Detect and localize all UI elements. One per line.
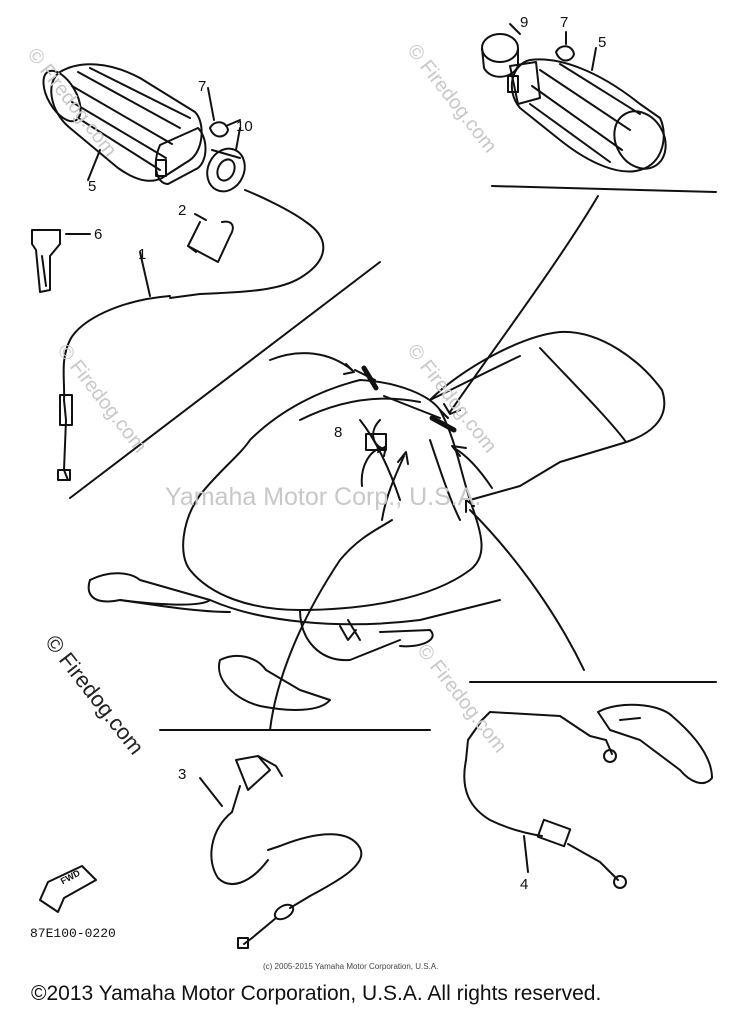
right-handlebar-grip bbox=[507, 58, 667, 173]
bolt-7-left bbox=[209, 119, 241, 138]
snowmobile-body bbox=[87, 330, 666, 711]
leader-bottom-right bbox=[469, 509, 585, 671]
left-handlebar-grip bbox=[42, 63, 207, 185]
left-detail-box-line bbox=[69, 261, 381, 499]
label-3: 3 bbox=[178, 766, 187, 783]
label-5-right: 5 bbox=[598, 34, 607, 51]
label-2: 2 bbox=[178, 202, 187, 219]
bolt-7-right bbox=[555, 31, 575, 62]
leader-bottom-left bbox=[269, 519, 393, 731]
key-6 bbox=[31, 229, 91, 293]
clip-2 bbox=[187, 213, 234, 263]
label-4: 4 bbox=[520, 876, 529, 893]
part-code: 87E100-0220 bbox=[30, 926, 116, 941]
label-7-right: 7 bbox=[560, 14, 569, 31]
label-8: 8 bbox=[334, 424, 343, 441]
watermark-center: Yamaha Motor Corp., U.S.A. bbox=[165, 483, 482, 511]
fwd-arrow-icon bbox=[39, 865, 97, 913]
label-9: 9 bbox=[520, 14, 529, 31]
label-5-left: 5 bbox=[88, 178, 97, 195]
label-7-left: 7 bbox=[198, 78, 207, 95]
leader-right-to-body bbox=[449, 195, 599, 413]
copyright-notice: ©2013 Yamaha Motor Corporation, U.S.A. A… bbox=[31, 982, 602, 1005]
collar-10-left bbox=[206, 147, 246, 193]
throttle-cable-1 bbox=[57, 189, 325, 481]
choke-cable-3 bbox=[210, 755, 363, 949]
label-6: 6 bbox=[94, 226, 103, 243]
small-copyright: (c) 2005-2015 Yamaha Motor Corporation, … bbox=[263, 962, 439, 971]
label-10: 10 bbox=[236, 118, 253, 135]
brake-cable-4 bbox=[463, 703, 713, 889]
label-1: 1 bbox=[138, 246, 147, 263]
collar-9-right bbox=[481, 23, 521, 78]
right-detail-box-line bbox=[491, 185, 717, 193]
